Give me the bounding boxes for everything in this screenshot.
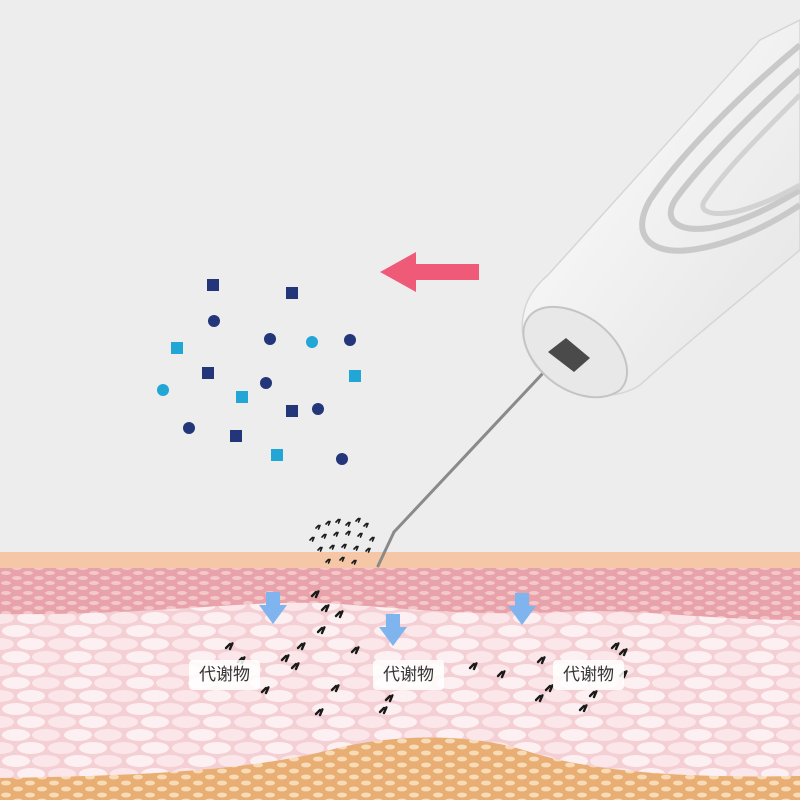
debris-particle [618,648,628,657]
debris-particle [321,533,327,539]
device [376,19,800,568]
debris-particle [224,642,234,651]
square-particle [230,430,242,442]
debris-particle [496,670,506,679]
debris-particle [536,656,546,665]
round-particle [208,315,220,327]
debris-particle [378,706,388,715]
round-particle [306,336,318,348]
debris-particle [365,547,371,553]
debris-particle [316,626,326,635]
debris-particle [329,544,335,550]
debris-particle [315,524,321,530]
debris-particle [345,521,351,527]
debris-particle [317,546,323,552]
debris-particle [320,604,330,613]
device-ridge-3 [700,93,800,216]
square-particle [202,367,214,379]
debris-particle [325,520,331,526]
metabolite-label-right: 代谢物 [553,660,624,690]
debris-particle [334,610,344,619]
round-particle [264,333,276,345]
down-arrow-icon [508,593,536,625]
debris-particle [309,536,315,542]
round-particle [157,384,169,396]
probe-tip [376,530,396,568]
debris-particle [314,708,324,717]
fat-layer [0,737,800,800]
down-arrow-icon [379,614,407,646]
round-particle [183,422,195,434]
debris-particle [296,642,306,651]
left-arrow-icon [380,252,479,292]
square-particle [286,405,298,417]
debris-particle [333,531,339,537]
round-particle [336,453,348,465]
device-ridges [639,42,800,254]
debris-particle [355,517,361,523]
debris-particle [325,558,331,564]
debris-particle [345,530,351,536]
dermis-layer [0,602,800,800]
debris-particle [351,559,357,565]
debris-particle [534,694,544,703]
skin-surface-layer [0,552,800,572]
debris-particle [610,642,620,651]
debris-particle [341,543,347,549]
debris-particle [357,532,363,538]
device-ridge-2 [667,67,800,232]
device-probe [392,353,562,534]
debris-particle [363,522,369,528]
square-particle [349,370,361,382]
square-particle [171,342,183,354]
debris-particle [468,662,478,671]
debris-particle [260,686,270,695]
debris-particle [578,704,588,713]
round-particle [312,403,324,415]
skin-layers [0,552,800,800]
square-particle [236,391,248,403]
down-arrow-icon [259,592,287,624]
debris-particle [280,654,290,663]
debris-particle [330,684,340,693]
square-particle [207,279,219,291]
debris-particle [369,536,375,542]
round-particle [260,377,272,389]
debris-particle [353,545,359,551]
metabolite-label-left: 代谢物 [189,660,260,690]
debris-particle [335,518,341,524]
square-particle [271,449,283,461]
round-particle [344,334,356,346]
device-nozzle-tip [548,338,590,372]
debris-particle [384,694,394,703]
debris-particle [544,684,554,693]
particle-cloud [157,279,361,465]
debris-particle [290,662,300,671]
square-particle [286,287,298,299]
debris-particle [350,646,360,655]
debris-particle [310,590,320,599]
debris-particle [588,690,598,699]
metabolite-label-center: 代谢物 [373,660,444,690]
metabolite-debris [224,517,628,717]
debris-particle [339,556,345,562]
